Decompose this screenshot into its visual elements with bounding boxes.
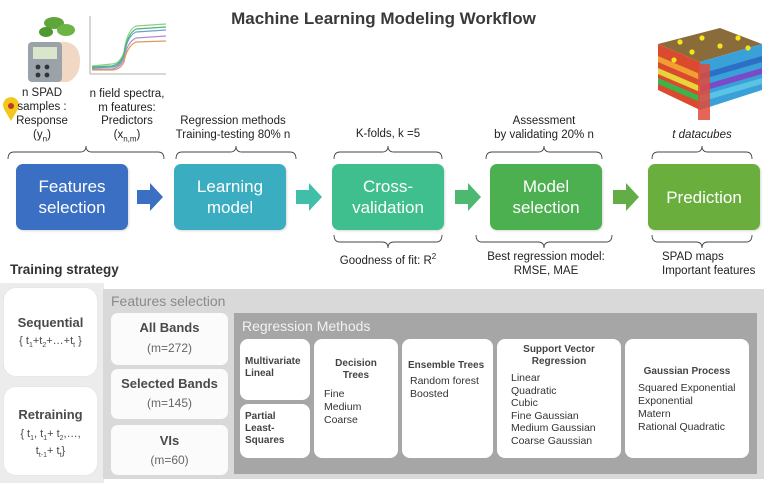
method-multivariate-lineal: Multivariate Lineal — [240, 339, 310, 400]
leaf-icon — [57, 24, 75, 36]
bottom-braces — [333, 234, 753, 249]
method-head: Ensemble Trees — [408, 360, 485, 371]
method-ensemble-trees: Ensemble Trees Random forest Boosted — [402, 339, 493, 458]
leaf-icon — [39, 27, 53, 37]
page-title: Machine Learning Modeling Workflow — [231, 9, 536, 28]
hand-icon — [58, 41, 81, 82]
strategy-formula: { t1+t2+…+tt } — [19, 335, 82, 350]
arrow-right-icon — [296, 183, 322, 211]
method-support-vector-regression: Support Vector Regression Linear Quadrat… — [497, 339, 621, 458]
datacubes-note: t datacubes — [672, 129, 732, 141]
datacube-illustration — [658, 28, 762, 120]
method-head: Support Vector Regression — [523, 344, 595, 367]
spad-samples-note: n SPAD samples : Response (yn) — [16, 87, 68, 144]
cross-validation-note: K-folds, k =5 — [355, 128, 421, 140]
strategy-sequential: Sequential { t1+t2+…+tt } — [4, 288, 97, 376]
feature-option-all-bands: All Bands (m=272) — [111, 313, 228, 365]
feature-option-selected-bands: Selected Bands (m=145) — [111, 369, 228, 419]
best-model-note: Best regression model: RMSE, MAE — [487, 251, 605, 277]
feature-option-vis: VIs (m=60) — [111, 425, 228, 475]
method-items: Linear Quadratic Cubic Fine Gaussian Med… — [511, 372, 596, 447]
method-items: Random forest Boosted — [410, 375, 479, 400]
prediction-outputs-note: SPAD maps Important features — [662, 251, 756, 277]
feature-option-name: All Bands — [139, 320, 200, 335]
feature-option-count: (m=272) — [146, 341, 193, 355]
features-selection-title: Features selection — [111, 293, 226, 309]
feature-option-name: Selected Bands — [121, 376, 218, 391]
method-items: Squared Exponential Exponential Matern R… — [638, 382, 736, 433]
method-head: Multivariate Lineal — [245, 356, 301, 379]
strategy-retraining: Retraining { t1, t1+ t2,…, tt-1+ tt} — [4, 387, 97, 475]
method-partial-least-squares: Partial Least- Squares — [240, 404, 310, 458]
field-spectra-note: n field spectra, m features: Predictors … — [89, 88, 165, 143]
feature-option-count: (m=60) — [150, 453, 189, 467]
top-braces — [7, 145, 753, 160]
stage-cross-validation: Cross-validation — [332, 164, 444, 230]
feature-option-name: VIs — [159, 433, 180, 448]
model-selection-note: Assessment by validating 20% n — [494, 115, 594, 141]
spad-meter-illustration — [28, 17, 81, 82]
strategy-name: Retraining — [18, 407, 83, 422]
arrow-right-icon — [137, 183, 163, 211]
method-head: Gaussian Process — [643, 366, 731, 377]
stage-prediction: Prediction — [648, 164, 760, 230]
feature-option-count: (m=145) — [146, 396, 193, 410]
method-head: Partial Least- Squares — [245, 411, 285, 446]
arrow-right-icon — [455, 183, 481, 211]
strategy-formula: { t1, t1+ t2,…, tt-1+ tt} — [20, 428, 81, 460]
strategy-name: Sequential — [17, 315, 84, 330]
flow-arrows — [137, 183, 639, 211]
method-items: Fine Medium Coarse — [324, 388, 362, 426]
method-gaussian-process: Gaussian Process Squared Exponential Exp… — [625, 339, 749, 458]
spectra-plot-illustration — [89, 16, 167, 75]
regression-methods-title: Regression Methods — [242, 318, 371, 334]
method-head: Decision Trees — [335, 358, 377, 381]
leaf-icon — [44, 17, 64, 29]
learning-model-note: Regression methods Training-testing 80% … — [175, 115, 291, 141]
method-decision-trees: Decision Trees Fine Medium Coarse — [314, 339, 398, 458]
arrow-right-icon — [613, 183, 639, 211]
location-pin-icon — [2, 97, 19, 121]
goodness-of-fit-note: Goodness of fit: R2 — [339, 252, 437, 267]
training-strategy-title: Training strategy — [10, 262, 119, 277]
